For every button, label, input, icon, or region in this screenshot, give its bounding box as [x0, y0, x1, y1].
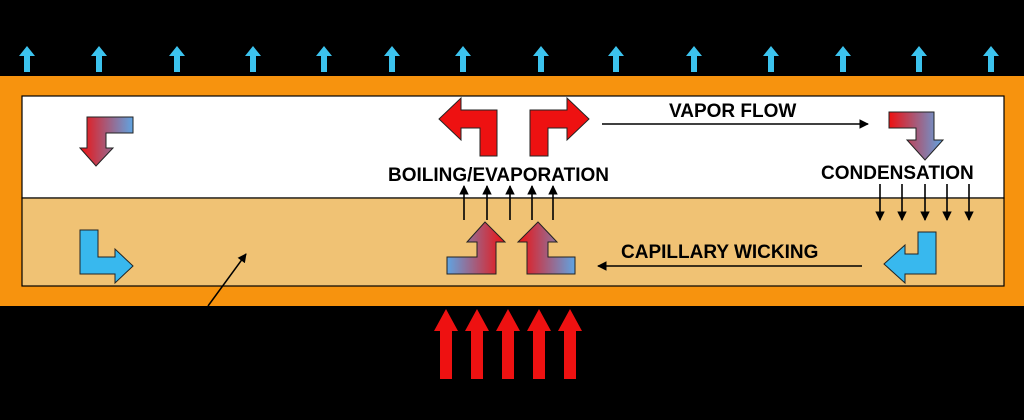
- evaporator-left-red-arrow: [438, 96, 498, 157]
- arrow-up-icon: [533, 46, 549, 72]
- left-liquid-turn-arrow: [79, 229, 134, 285]
- heat-input-arrows: [434, 309, 582, 379]
- arrow-up-icon: [19, 46, 35, 72]
- arrow-up-icon: [496, 309, 520, 379]
- vapor-flow-label: VAPOR FLOW: [669, 101, 796, 122]
- capillary-wicking-label: CAPILLARY WICKING: [621, 242, 818, 263]
- arrow-up-icon: [686, 46, 702, 72]
- evaporation-arrows: [459, 185, 558, 220]
- arrow-up-icon: [169, 46, 185, 72]
- evaporator-right-red-arrow: [529, 96, 590, 157]
- arrow-up-icon: [835, 46, 851, 72]
- arrow-up-icon: [245, 46, 261, 72]
- evaporator-left-wick-arrow: [446, 221, 507, 275]
- wick-region: [21, 197, 1005, 287]
- arrow-up-icon: [983, 46, 999, 72]
- arrow-up-icon: [527, 309, 551, 379]
- arrow-up-icon: [434, 309, 458, 379]
- arrow-up-icon: [316, 46, 332, 72]
- left-vapor-turn-arrow: [78, 116, 134, 167]
- arrow-up-icon: [455, 46, 471, 72]
- arrow-up-icon: [465, 309, 489, 379]
- vapor-region: [21, 95, 1005, 199]
- condensation-label: CONDENSATION: [821, 163, 974, 184]
- heat-rejection-arrows: [19, 46, 999, 72]
- boiling-evaporation-label: BOILING/EVAPORATION: [388, 165, 609, 186]
- arrow-up-icon: [384, 46, 400, 72]
- wick-pointer-line: [207, 253, 247, 307]
- arrow-up-icon: [608, 46, 624, 72]
- condensation-arrows: [875, 184, 974, 221]
- evaporator-right-wick-arrow: [516, 221, 576, 275]
- condenser-liquid-turn-arrow: [883, 231, 937, 285]
- arrow-up-icon: [763, 46, 779, 72]
- condenser-vapor-turn-arrow: [888, 111, 945, 161]
- arrow-up-icon: [558, 309, 582, 379]
- arrow-up-icon: [91, 46, 107, 72]
- arrow-up-icon: [911, 46, 927, 72]
